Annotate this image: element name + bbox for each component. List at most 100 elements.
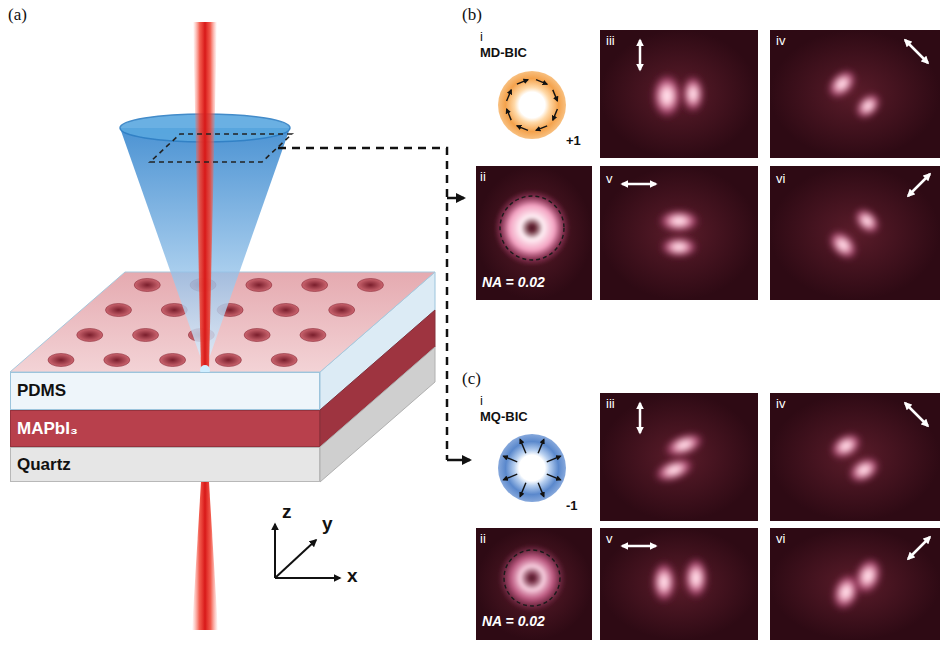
hole: [271, 354, 297, 367]
hole: [215, 354, 241, 367]
subpanel-numeral: vi: [776, 172, 785, 186]
field-vector: [507, 90, 512, 101]
field-vector: [520, 439, 526, 453]
camera-image: [600, 166, 758, 300]
polarizer-arrow: [905, 403, 928, 426]
field-vector: [553, 90, 558, 101]
emission-patterns: [494, 63, 888, 616]
layer-band: Quartz: [10, 447, 320, 482]
camera-image: [600, 528, 758, 640]
field-vector: [503, 456, 517, 462]
subpanel-numeral: iv: [776, 397, 785, 411]
panel-label: (b): [462, 6, 482, 25]
emission-lobe: [651, 560, 677, 604]
polarizer-arrow: [908, 537, 930, 559]
hole: [104, 354, 130, 367]
subpanel-numeral: ii: [480, 532, 486, 546]
na-circle: [500, 196, 564, 260]
axis-arrow: [275, 577, 340, 579]
field-vector: [517, 126, 528, 131]
subpanel-numeral: ii: [480, 170, 486, 184]
axis-label: y: [322, 514, 333, 535]
na-circle: [504, 550, 560, 606]
quartz-side-face: [320, 347, 435, 482]
laser-beam: [193, 22, 217, 370]
polarizer-arrow: [622, 183, 656, 186]
mq-bic-donut: [498, 434, 566, 502]
polarizer-arrow: [905, 40, 928, 63]
camera-image: [600, 30, 758, 158]
hole: [246, 279, 272, 292]
field-vector: [547, 474, 561, 480]
hole: [302, 279, 328, 292]
hole: [48, 354, 74, 367]
detection-plane: [150, 134, 292, 162]
field-vector: [520, 483, 526, 497]
hole: [77, 329, 103, 342]
laser-beam: [192, 482, 218, 630]
polarizer-arrow: [622, 545, 656, 548]
field-vector: [547, 456, 561, 462]
emission-lobe: [842, 451, 885, 490]
mode-name: MQ-BIC: [480, 410, 528, 424]
field-vector: [507, 109, 512, 120]
axis-label: z: [282, 502, 292, 523]
polarizer-arrows: [622, 40, 930, 559]
emission-lobe: [659, 236, 699, 258]
camera-image: [770, 166, 940, 300]
panel-label: (c): [462, 370, 481, 389]
aperture-note: NA = 0.02: [482, 614, 545, 629]
emission-lobe: [848, 552, 888, 599]
emission-ring: [494, 190, 570, 266]
camera-image: [770, 30, 940, 158]
polarizer-arrow: [908, 174, 930, 196]
field-vector: [536, 80, 547, 85]
polarizer-arrow: [639, 403, 642, 433]
subpanel-numeral: v: [606, 172, 613, 186]
field-vector: [553, 109, 558, 120]
subpanel-numeral: i: [480, 394, 483, 408]
hole: [300, 329, 326, 342]
topological-charge: -1: [566, 499, 578, 513]
image-tiles: [476, 30, 940, 640]
axis-arrow: [274, 524, 276, 578]
field-vector: [538, 483, 544, 497]
md-bic-donut: [498, 71, 566, 139]
subpanel-numeral: v: [606, 532, 613, 546]
subpanel-numeral: iii: [606, 397, 615, 411]
camera-image: [476, 166, 592, 300]
hole: [160, 354, 186, 367]
emission-lobe: [848, 202, 886, 240]
topological-charge: +1: [566, 134, 581, 148]
field-vector: [517, 80, 528, 85]
axis-label: x: [347, 566, 358, 587]
emission-lobe: [657, 209, 701, 233]
subpanel-numeral: vi: [776, 532, 785, 546]
emission-lobe: [821, 63, 863, 105]
field-vector: [536, 126, 547, 131]
emission-lobe: [681, 74, 705, 114]
field-vector: [503, 474, 517, 480]
axis-arrow: [275, 540, 316, 578]
field-vector: [538, 439, 544, 453]
emission-lobe: [683, 556, 709, 600]
hole: [133, 329, 159, 342]
camera-image: [770, 393, 940, 521]
camera-image: [476, 528, 592, 640]
hole: [244, 329, 270, 342]
hole: [106, 304, 132, 317]
layer-name: Quartz: [17, 455, 71, 475]
subpanel-numeral: iii: [606, 34, 615, 48]
mode-name: MD-BIC: [480, 46, 527, 60]
emission-lobe: [650, 452, 699, 488]
panel-label: (a): [8, 6, 27, 25]
hole: [357, 279, 383, 292]
hole: [273, 304, 299, 317]
layer-band: MAPbI₃: [10, 410, 320, 447]
subpanel-numeral: iv: [776, 34, 785, 48]
subpanel-numeral: i: [480, 30, 483, 44]
emission-lobe: [822, 224, 864, 266]
camera-image: [770, 528, 940, 640]
polarizer-arrow: [639, 40, 642, 70]
